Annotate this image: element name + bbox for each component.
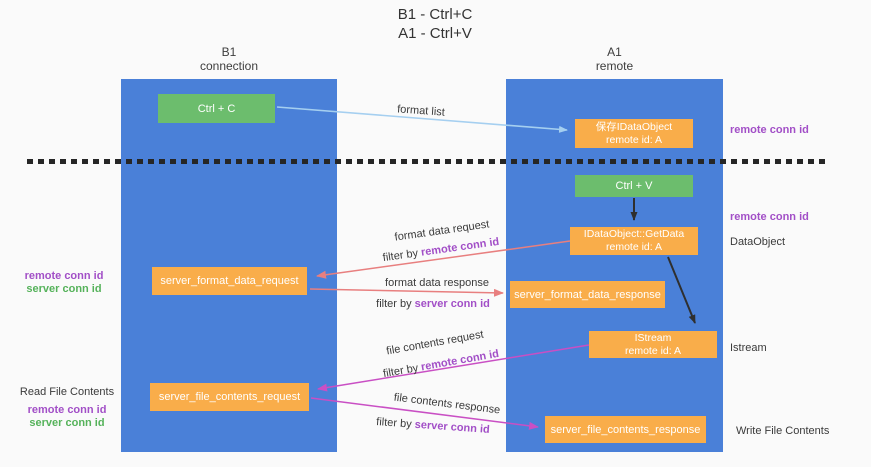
- istream-line1: IStream: [634, 331, 672, 344]
- server-conn-id-annotation: server conn id: [29, 416, 105, 429]
- right-save-conn-id: remote conn id: [730, 124, 809, 136]
- server-format-data-response-box: server_format_data_response: [510, 281, 665, 308]
- page-title: B1 - Ctrl+C A1 - Ctrl+V: [235, 5, 635, 43]
- title-line-2: A1 - Ctrl+V: [398, 25, 472, 42]
- server-format-data-response-label: server_format_data_response: [514, 288, 661, 301]
- ctrl-v-label: Ctrl + V: [615, 180, 653, 192]
- server-conn-id-text: server conn id: [414, 418, 491, 436]
- left-file-annotations: Read File Contents remote conn id server…: [14, 386, 120, 429]
- remote-conn-id-annotation: remote conn id: [27, 404, 107, 416]
- session-divider-dashed-line: [27, 159, 830, 164]
- write-file-contents-label: Write File Contents: [736, 425, 830, 437]
- lane-header-b1: B1 connection: [129, 45, 329, 73]
- format-data-response-arrow: [309, 288, 504, 297]
- getdata-line2: remote id: A: [605, 241, 663, 253]
- left-format-conn-ids: remote conn id server conn id: [19, 270, 109, 295]
- title-line-1: B1 - Ctrl+C: [397, 6, 473, 23]
- right-paste-conn-id: remote conn id: [730, 211, 809, 223]
- server-conn-id-text: server conn id: [414, 298, 490, 310]
- server-conn-id-annotation: server conn id: [26, 282, 102, 295]
- server-file-contents-request-box: server_file_contents_request: [150, 383, 309, 411]
- server-format-data-request-box: server_format_data_request: [152, 267, 307, 295]
- istream-line2: remote id: A: [624, 344, 682, 357]
- remote-conn-id-text: remote conn id: [420, 347, 500, 374]
- ctrl-c-box: Ctrl + C: [158, 94, 275, 123]
- server-file-contents-request-label: server_file_contents_request: [158, 391, 301, 403]
- lane-header-a1: A1 remote: [506, 45, 723, 73]
- server-file-contents-response-box: server_file_contents_response: [545, 416, 706, 443]
- istream-box: IStream remote id: A: [589, 331, 717, 358]
- file-contents-response-label: file contents response: [393, 391, 501, 417]
- filter-by-text: filter by: [382, 247, 419, 265]
- save-idataobject-box: 保存IDataObject remote id: A: [575, 119, 693, 148]
- ctrl-v-box: Ctrl + V: [575, 175, 693, 197]
- istream-annotation: Istream: [730, 342, 767, 354]
- lane-b1-name: B1: [221, 45, 237, 59]
- lane-a1-name: A1: [607, 45, 622, 59]
- dataobject-annotation: DataObject: [730, 236, 786, 248]
- file-contents-response-filter-label: filter by server conn id: [376, 416, 490, 436]
- format-data-response-filter-label: filter by server conn id: [376, 298, 490, 310]
- idataobject-getdata-box: IDataObject::GetData remote id: A: [570, 227, 698, 255]
- server-file-contents-response-label: server_file_contents_response: [550, 423, 701, 436]
- remote-conn-id-annotation: remote conn id: [24, 270, 104, 282]
- getdata-line1: IDataObject::GetData: [583, 228, 685, 240]
- read-file-contents-label: Read File Contents: [19, 386, 115, 398]
- ctrl-c-label: Ctrl + C: [197, 102, 236, 115]
- format-data-response-label: format data response: [385, 277, 489, 289]
- format-list-label: format list: [396, 103, 446, 119]
- filter-by-text: filter by: [382, 362, 420, 381]
- save-idataobject-line2: remote id: A: [605, 133, 663, 146]
- filter-by-text: filter by: [375, 416, 413, 431]
- remote-conn-id-text: remote conn id: [420, 235, 500, 259]
- save-idataobject-line1: 保存IDataObject: [595, 120, 673, 133]
- lane-b1-subtitle: connection: [199, 59, 259, 73]
- lane-a1-subtitle: remote: [595, 59, 634, 73]
- server-format-data-request-label: server_format_data_request: [160, 275, 299, 287]
- filter-by-text: filter by: [376, 298, 412, 310]
